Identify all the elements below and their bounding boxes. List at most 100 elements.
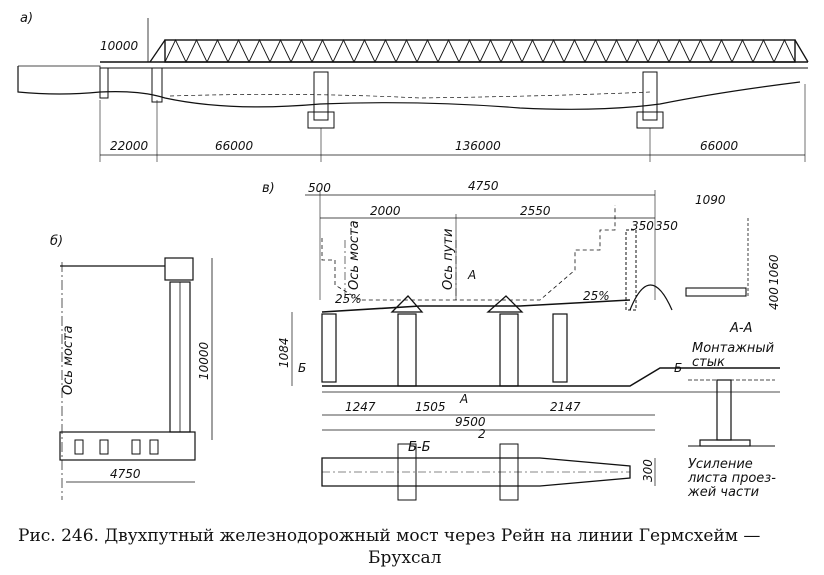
truss-diagonal bbox=[227, 38, 250, 63]
view-a-elevation: а) 10000 22000 66000 136000 66000 bbox=[17, 11, 809, 162]
truss-diagonal bbox=[374, 38, 397, 63]
ground-line bbox=[17, 66, 801, 110]
view-a-height-dim: 10000 bbox=[100, 39, 139, 53]
truss-diagonal bbox=[668, 38, 691, 63]
walkway bbox=[685, 287, 747, 297]
view-b-width-dim: 4750 bbox=[110, 467, 141, 481]
clearance-gauge bbox=[321, 205, 616, 301]
view-b-axis-label: Ось моста bbox=[61, 325, 76, 395]
deck-plate bbox=[321, 299, 631, 313]
dim-2000: 2000 bbox=[370, 204, 401, 218]
truss-diagonal bbox=[437, 38, 460, 63]
section-mark-b-right: Б bbox=[674, 361, 682, 375]
truss-diagonal bbox=[395, 38, 418, 63]
span-dim-2: 66000 bbox=[215, 139, 254, 153]
truss-diagonal bbox=[332, 38, 355, 63]
truss-chords bbox=[164, 39, 796, 63]
water-line bbox=[169, 91, 651, 99]
truss-member-dashed bbox=[625, 229, 637, 311]
rails bbox=[390, 295, 524, 313]
truss-diagonal bbox=[647, 38, 670, 63]
left-bank bbox=[18, 65, 101, 70]
truss-diagonal bbox=[773, 38, 796, 63]
dim-1505: 1505 bbox=[415, 400, 446, 414]
section-bb-label: Б-Б bbox=[408, 440, 431, 455]
bottom-plate bbox=[322, 367, 780, 387]
section-aa-web bbox=[716, 379, 732, 441]
section-aa-note4: листа проез- bbox=[687, 471, 776, 486]
truss-diagonal bbox=[584, 38, 607, 63]
figure-caption: Рис. 246. Двухпутный железнодорожный мос… bbox=[18, 525, 818, 569]
section-aa-note2: стык bbox=[692, 355, 725, 370]
pier-2 bbox=[313, 71, 329, 121]
span-dim-1: 22000 bbox=[110, 139, 149, 153]
dim-350-right: 350 bbox=[655, 219, 678, 233]
truss-diagonal bbox=[248, 38, 271, 63]
view-b-cross-section: б) Ось моста 10000 4750 bbox=[50, 234, 213, 500]
dim-2550: 2550 bbox=[520, 204, 551, 218]
axis-track-label: Ось пути bbox=[441, 229, 456, 290]
dim-1084: 1084 bbox=[277, 337, 291, 368]
section-aa-note5: жей части bbox=[687, 485, 759, 500]
deck-cross-beam bbox=[59, 431, 196, 461]
section-mark-a-bottom: А bbox=[459, 392, 468, 406]
truss-diagonal bbox=[731, 38, 754, 63]
truss-diagonal bbox=[206, 38, 229, 63]
view-b-height-dim: 10000 bbox=[197, 341, 211, 380]
truss-diagonal bbox=[626, 38, 649, 63]
dim-500: 500 bbox=[308, 181, 331, 195]
truss-diagonal bbox=[290, 38, 313, 63]
slope-left: 25% bbox=[335, 292, 362, 306]
caption-line-1: Рис. 246. Двухпутный железнодорожный мос… bbox=[18, 526, 761, 546]
section-bb-plate bbox=[321, 457, 631, 487]
span-dim-4: 66000 bbox=[700, 139, 739, 153]
truss-diagonal bbox=[752, 38, 775, 63]
truss-diagonal bbox=[521, 38, 544, 63]
truss-diagonal bbox=[458, 38, 481, 63]
truss-diagonal bbox=[542, 38, 565, 63]
truss-diagonal bbox=[311, 38, 334, 63]
dim-9500: 9500 bbox=[455, 415, 486, 429]
truss-diagonal bbox=[605, 38, 628, 63]
rail-supports bbox=[74, 439, 159, 455]
axis-bridge-label: Ось моста bbox=[347, 220, 362, 290]
pier-3 bbox=[642, 71, 658, 121]
truss-diagonal bbox=[353, 38, 376, 63]
dim-400: 400 bbox=[767, 287, 781, 310]
dim-1090: 1090 bbox=[695, 193, 726, 207]
stringers bbox=[321, 313, 568, 387]
truss-diagonal bbox=[269, 38, 292, 63]
view-a-label: а) bbox=[20, 11, 33, 26]
truss-diagonal bbox=[185, 38, 208, 63]
dim-350-left: 350 bbox=[631, 219, 654, 233]
truss-diagonal bbox=[689, 38, 712, 63]
pier-abutment-left bbox=[99, 67, 109, 99]
truss-diagonal bbox=[164, 38, 187, 63]
caption-line-2: Брухсал bbox=[368, 548, 442, 568]
view-c-label: в) bbox=[262, 181, 275, 196]
section-aa-note1: Монтажный bbox=[692, 341, 774, 356]
section-aa-title: А-А bbox=[729, 321, 752, 336]
truss-diagonal bbox=[563, 38, 586, 63]
dim-1247: 1247 bbox=[345, 400, 376, 414]
truss-end-post-right bbox=[794, 39, 809, 63]
section-bb-sub: 2 bbox=[478, 427, 486, 441]
section-aa-note3: Усиление bbox=[688, 457, 753, 472]
truss-bracket bbox=[629, 284, 673, 311]
truss-web bbox=[164, 38, 796, 63]
section-mark-a-top: А bbox=[467, 268, 476, 282]
truss-diagonal bbox=[416, 38, 439, 63]
truss-diagonal bbox=[479, 38, 502, 63]
top-chord-section bbox=[164, 257, 194, 281]
span-dim-3: 136000 bbox=[455, 139, 501, 153]
dim-300: 300 bbox=[641, 459, 655, 482]
dim-4750: 4750 bbox=[468, 179, 499, 193]
dim-2147: 2147 bbox=[550, 400, 581, 414]
view-c-section: в) 500 4750 2000 2550 1090 350 350 Ось м… bbox=[262, 179, 781, 501]
truss-diagonal bbox=[710, 38, 733, 63]
view-b-label: б) bbox=[50, 234, 63, 249]
truss-end-post bbox=[149, 39, 166, 63]
dim-1060: 1060 bbox=[767, 254, 781, 285]
section-aa: А-А Монтажный стык Усиление листа проез-… bbox=[687, 321, 776, 500]
